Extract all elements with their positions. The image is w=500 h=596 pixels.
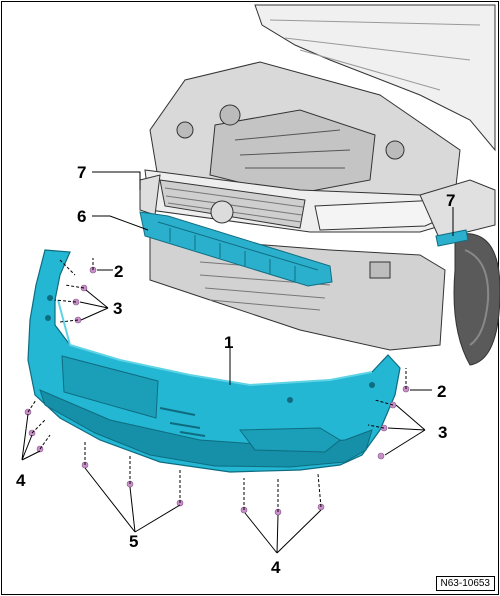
callout-7-left: 7	[77, 163, 86, 182]
callout-7-right: 7	[446, 191, 455, 210]
figure-reference-code: N63-10653	[435, 576, 495, 591]
callout-3-left: 3	[113, 299, 122, 318]
side-guide	[435, 229, 469, 247]
impact-bracket	[139, 211, 333, 287]
callout-2-right: 2	[437, 382, 446, 401]
callout-3-right: 3	[438, 423, 447, 442]
callout-4-left: 4	[16, 471, 26, 490]
leader-lines	[21, 171, 454, 554]
emblem	[210, 200, 234, 224]
callout-labels: 1 2 2 3 3 4 4 5 6 7 7	[16, 163, 455, 577]
bumper-cover	[27, 249, 401, 473]
vehicle-front-end	[139, 4, 500, 366]
callout-4-bottom: 4	[271, 558, 281, 577]
callout-2-left: 2	[114, 262, 123, 281]
callout-1: 1	[224, 333, 233, 352]
callout-5: 5	[129, 532, 138, 551]
callout-6: 6	[77, 207, 86, 226]
front-wheel	[453, 233, 500, 366]
